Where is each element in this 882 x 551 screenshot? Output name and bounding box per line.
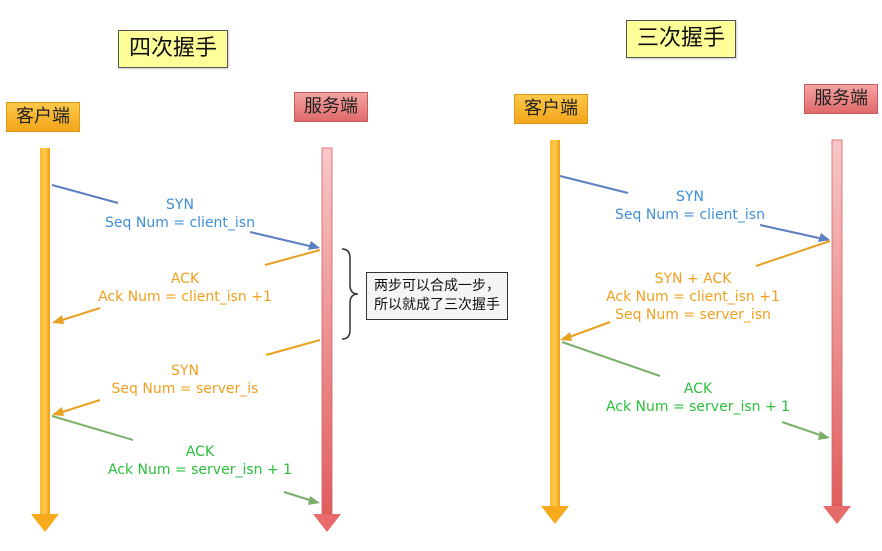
left-msg3: SYN Seq Num = server_is [90, 362, 280, 398]
left-client-label: 客户端 [6, 102, 80, 132]
left-msg1: SYN Seq Num = client_isn [90, 196, 270, 232]
left-msg3-line2: Seq Num = server_is [111, 381, 259, 397]
right-msg3-line1: ACK [683, 381, 713, 397]
left-msg1-line2: Seq Num = client_isn [105, 215, 255, 231]
left-msg2-line2: Ack Num = client_isn +1 [98, 289, 272, 305]
right-msg3: ACK Ack Num = server_isn + 1 [600, 380, 796, 416]
left-syn2-arrow [52, 339, 321, 416]
right-server-timeline [823, 139, 851, 524]
right-msg1-line2: Seq Num = client_isn [615, 207, 765, 223]
right-syn-arrow [559, 175, 830, 242]
right-client-timeline [541, 140, 569, 524]
left-msg4: ACK Ack Num = server_isn + 1 [100, 443, 300, 479]
right-msg3-line2: Ack Num = server_isn + 1 [605, 399, 791, 415]
right-msg2-line3: Seq Num = server_isn [615, 307, 771, 323]
left-title: 四次握手 [118, 30, 228, 68]
merge-note-line1: 两步可以合成一步， [374, 278, 500, 294]
right-ack-arrow [561, 341, 830, 440]
merge-note-line2: 所以就成了三次握手 [374, 297, 500, 313]
right-synack-arrow [560, 240, 831, 341]
left-msg2: ACK Ack Num = client_isn +1 [90, 270, 280, 306]
left-msg4-line2: Ack Num = server_isn + 1 [107, 462, 293, 478]
left-client-timeline [31, 148, 59, 532]
right-msg1: SYN Seq Num = client_isn [600, 188, 780, 224]
left-msg4-line1: ACK [185, 444, 215, 460]
merge-note: 两步可以合成一步， 所以就成了三次握手 [366, 272, 508, 320]
left-msg2-line1: ACK [170, 271, 200, 287]
right-client-label: 客户端 [514, 94, 588, 124]
right-msg2-line1: SYN + ACK [654, 271, 732, 287]
left-ack2-arrow [51, 415, 320, 505]
left-msg1-line1: SYN [166, 197, 194, 213]
left-syn-arrow [51, 184, 320, 250]
left-msg3-line1: SYN [171, 363, 199, 379]
right-msg1-line1: SYN [676, 189, 704, 205]
right-title: 三次握手 [626, 20, 736, 58]
curly-brace [341, 248, 359, 340]
left-server-label: 服务端 [294, 92, 368, 122]
right-server-label: 服务端 [804, 84, 878, 114]
right-msg2: SYN + ACK Ack Num = client_isn +1 Seq Nu… [598, 270, 788, 324]
right-msg2-line2: Ack Num = client_isn +1 [606, 289, 780, 305]
left-server-timeline [313, 147, 341, 532]
left-ack-arrow [52, 249, 321, 324]
